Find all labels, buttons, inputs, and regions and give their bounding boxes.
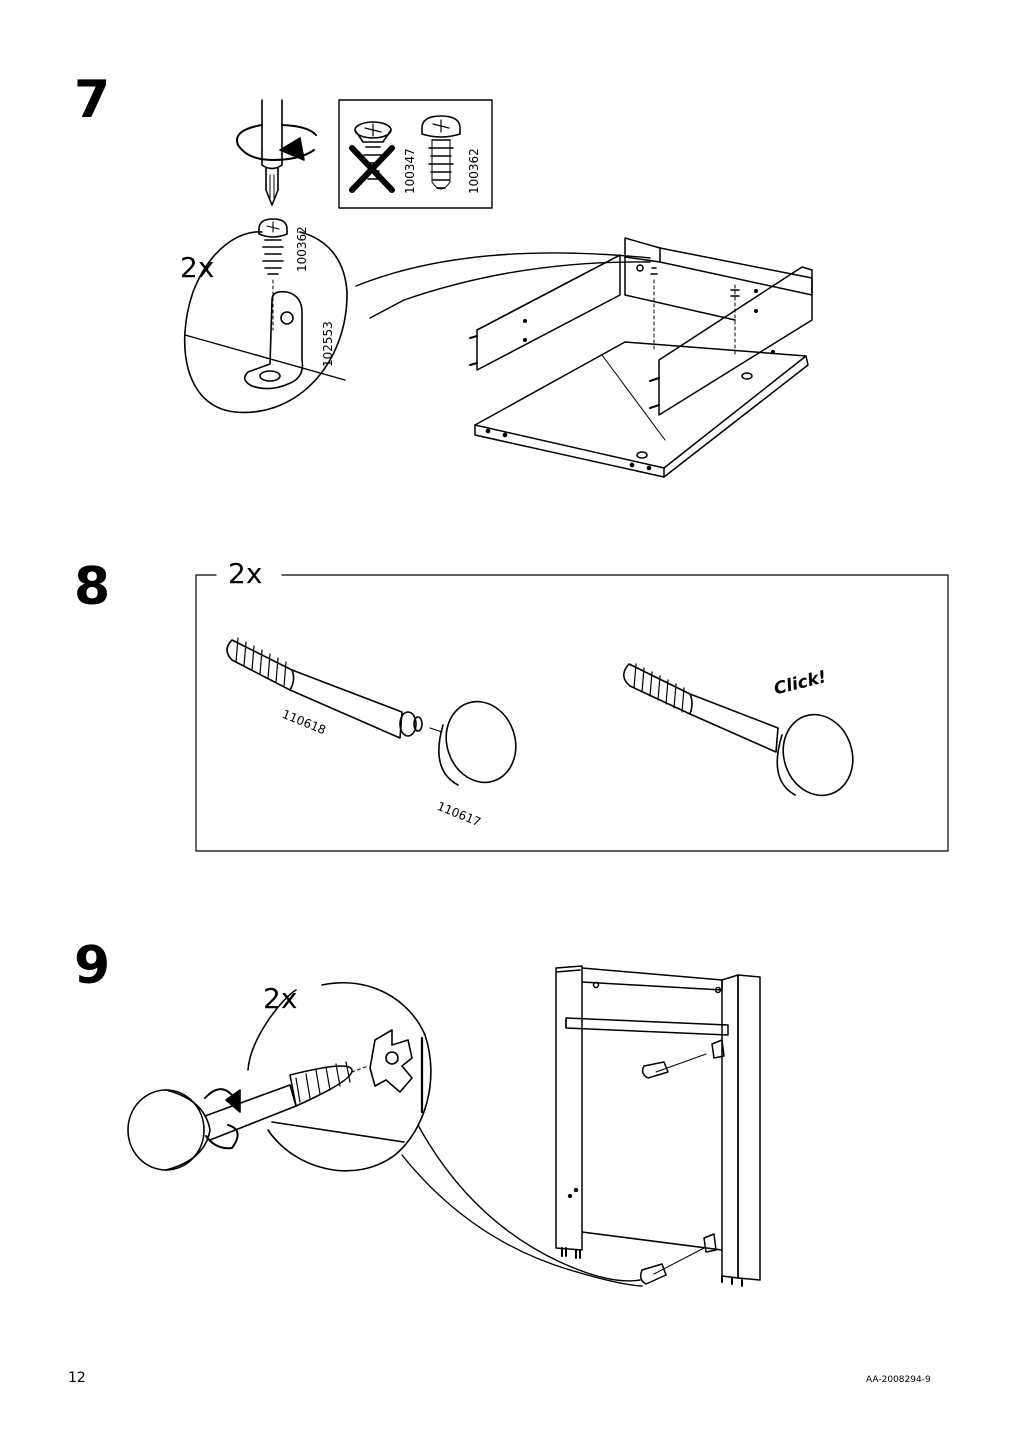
rotate-arrow-icon <box>204 1088 241 1150</box>
screw-comparison-box <box>338 99 493 209</box>
document-id: AA-2008294-9 <box>866 1375 931 1385</box>
bolt-icon <box>204 1061 369 1141</box>
rod-icon <box>622 663 779 753</box>
part-number-screw: 100362 <box>295 226 309 272</box>
bracket-icon <box>244 290 304 390</box>
quantity-label: 2x <box>228 557 263 590</box>
page-number: 12 <box>68 1370 86 1386</box>
part-number-bracket: 102553 <box>321 321 335 367</box>
cabinet-frame <box>555 965 761 1287</box>
cabinet-base <box>469 237 813 478</box>
quantity-label: 2x <box>180 251 215 284</box>
part-number-wrong-screw: 100347 <box>403 148 417 194</box>
cam-nut-icon <box>369 1029 413 1093</box>
screw-icon <box>421 115 461 190</box>
step-number-9: 9 <box>74 936 111 996</box>
rod-icon <box>226 637 423 739</box>
step8-frame <box>195 574 949 852</box>
knob-icon <box>127 1089 211 1171</box>
screwdriver-icon <box>261 99 283 206</box>
knob-icon <box>438 700 517 786</box>
knob-icon <box>776 713 854 797</box>
detail-magnifier <box>247 989 297 1071</box>
quantity-label: 2x <box>263 982 298 1015</box>
screw-icon <box>258 218 288 275</box>
cross-icon <box>349 145 395 193</box>
rotate-arrow-icon <box>236 124 317 161</box>
step-number-7: 7 <box>74 70 111 130</box>
step-number-8: 8 <box>74 557 111 617</box>
part-number-right-screw: 100362 <box>467 148 481 194</box>
